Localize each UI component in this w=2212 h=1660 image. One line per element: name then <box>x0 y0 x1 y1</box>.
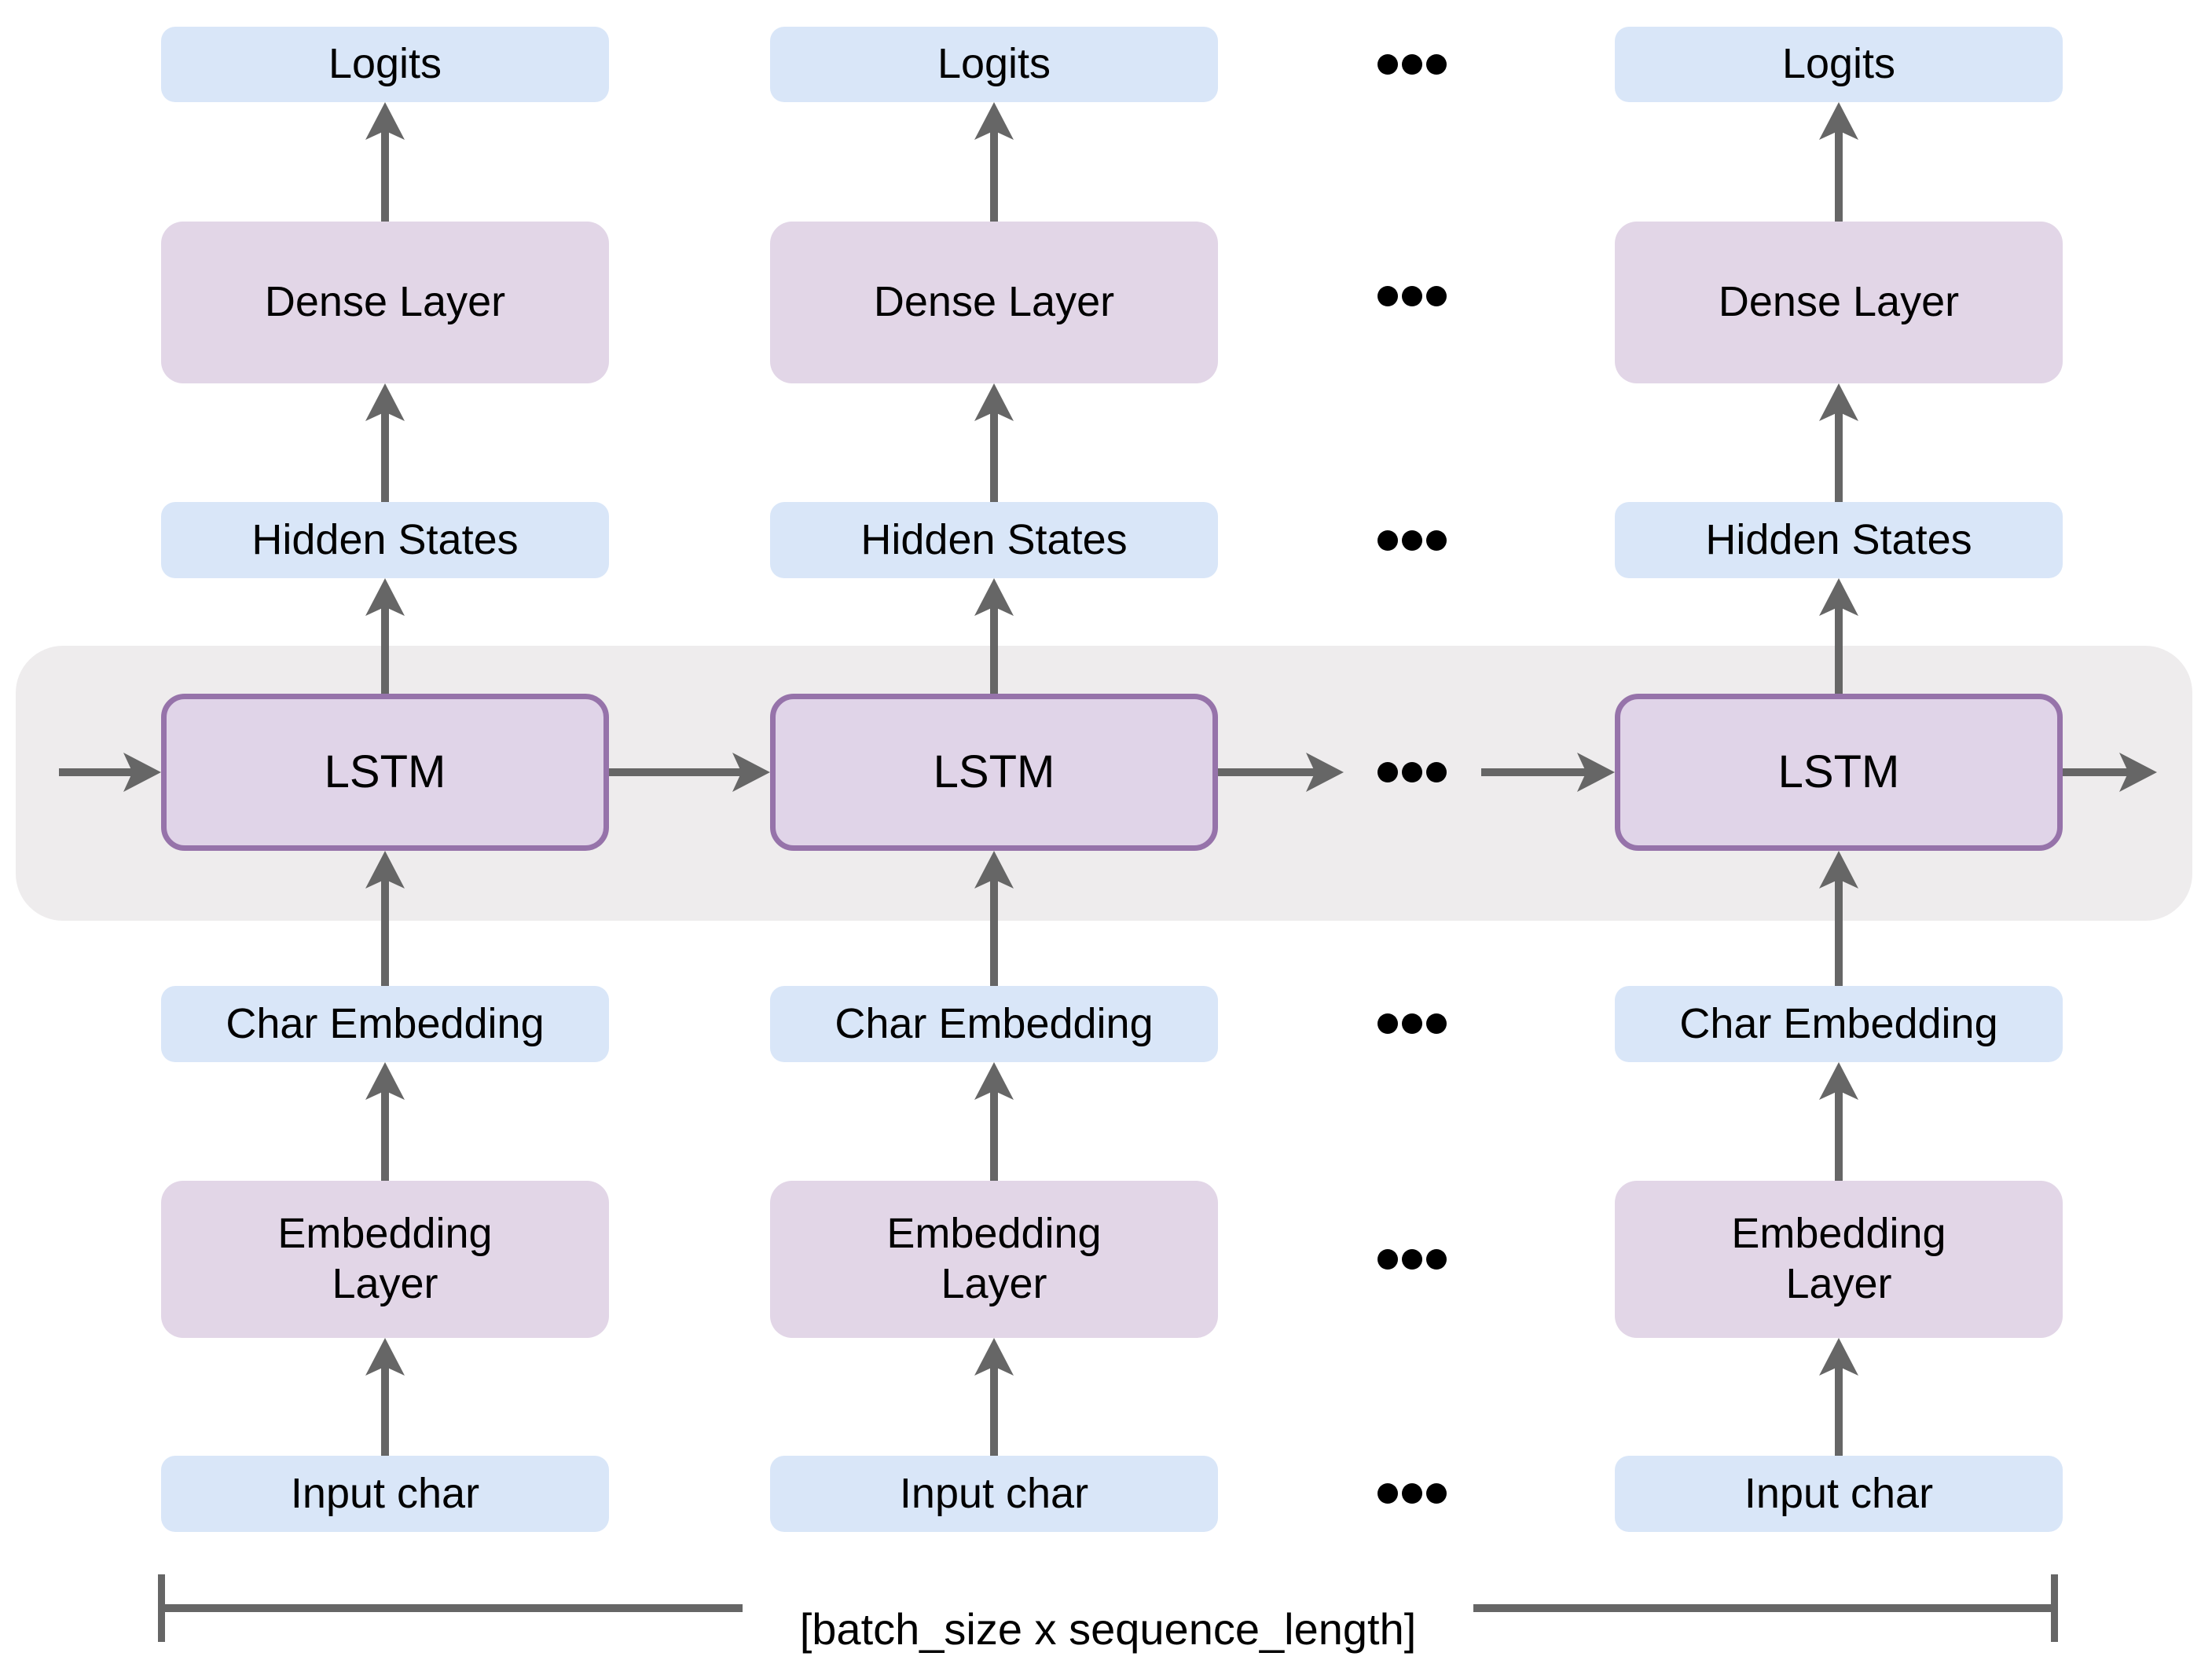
ellipsis-icon <box>1377 1483 1447 1504</box>
input-char-box: Input char <box>1615 1456 2063 1532</box>
dense-layer-box: Dense Layer <box>161 222 609 383</box>
char-embedding-box: Char Embedding <box>161 986 609 1062</box>
arrow-up-icon <box>1819 851 1858 986</box>
char-embedding-label: Char Embedding <box>226 999 545 1047</box>
embedding-layer-box: Embedding Layer <box>161 1181 609 1338</box>
hidden-states-box: Hidden States <box>1615 502 2063 578</box>
arrow-up-icon <box>974 578 1014 694</box>
bracket-left-line <box>161 1604 743 1612</box>
dense-layer-label: Dense Layer <box>264 278 506 326</box>
arrow-right-icon <box>1218 753 1344 792</box>
arrow-up-icon <box>974 383 1014 502</box>
arrow-up-icon <box>1819 578 1858 694</box>
dense-layer-label: Dense Layer <box>873 278 1115 326</box>
embedding-layer-label: Embedding Layer <box>886 1210 1102 1307</box>
ellipsis-icon <box>1377 1013 1447 1034</box>
char-embedding-box: Char Embedding <box>1615 986 2063 1062</box>
arrow-up-icon <box>1819 1062 1858 1181</box>
arrow-right-icon <box>59 753 161 792</box>
arrow-up-icon <box>365 383 405 502</box>
logits-label: Logits <box>1781 40 1896 88</box>
logits-box: Logits <box>161 27 609 102</box>
lstm-label: LSTM <box>933 746 1055 797</box>
arrow-right-icon <box>609 753 770 792</box>
hidden-states-label: Hidden States <box>1705 515 1972 563</box>
arrow-up-icon <box>974 851 1014 986</box>
input-char-box: Input char <box>770 1456 1218 1532</box>
dense-layer-label: Dense Layer <box>1718 278 1960 326</box>
input-char-label: Input char <box>290 1469 480 1517</box>
bracket-right-line <box>1473 1604 2055 1612</box>
embedding-layer-label: Embedding Layer <box>277 1210 493 1307</box>
embedding-layer-box: Embedding Layer <box>1615 1181 2063 1338</box>
arrow-right-icon <box>1481 753 1615 792</box>
dense-layer-box: Dense Layer <box>1615 222 2063 383</box>
arrow-up-icon <box>974 1062 1014 1181</box>
hidden-states-label: Hidden States <box>860 515 1128 563</box>
embedding-layer-box: Embedding Layer <box>770 1181 1218 1338</box>
arrow-up-icon <box>974 1338 1014 1456</box>
input-char-box: Input char <box>161 1456 609 1532</box>
embedding-layer-label: Embedding Layer <box>1731 1210 1946 1307</box>
lstm-label: LSTM <box>324 746 446 797</box>
lstm-label: LSTM <box>1777 746 1900 797</box>
batch-dimension-label: [batch_size x sequence_length] <box>799 1603 1417 1654</box>
logits-label: Logits <box>937 40 1051 88</box>
arrow-up-icon <box>365 1062 405 1181</box>
arrow-up-icon <box>365 1338 405 1456</box>
hidden-states-box: Hidden States <box>161 502 609 578</box>
lstm-box: LSTM <box>161 694 609 851</box>
ellipsis-icon <box>1377 530 1447 551</box>
input-char-label: Input char <box>1744 1469 1934 1517</box>
arrow-up-icon <box>1819 383 1858 502</box>
dense-layer-box: Dense Layer <box>770 222 1218 383</box>
arrow-up-icon <box>974 102 1014 222</box>
logits-box: Logits <box>1615 27 2063 102</box>
ellipsis-icon <box>1377 54 1447 75</box>
arrow-up-icon <box>1819 102 1858 222</box>
hidden-states-label: Hidden States <box>251 515 519 563</box>
ellipsis-icon <box>1377 762 1447 782</box>
bracket-right-tick <box>2051 1574 2058 1642</box>
char-embedding-label: Char Embedding <box>1679 999 1998 1047</box>
arrow-up-icon <box>365 102 405 222</box>
arrow-up-icon <box>365 851 405 986</box>
arrow-right-icon <box>2063 753 2157 792</box>
arrow-up-icon <box>1819 1338 1858 1456</box>
input-char-label: Input char <box>899 1469 1089 1517</box>
char-embedding-box: Char Embedding <box>770 986 1218 1062</box>
logits-box: Logits <box>770 27 1218 102</box>
hidden-states-box: Hidden States <box>770 502 1218 578</box>
char-embedding-label: Char Embedding <box>835 999 1154 1047</box>
arrow-up-icon <box>365 578 405 694</box>
lstm-box: LSTM <box>1615 694 2063 851</box>
logits-label: Logits <box>328 40 442 88</box>
ellipsis-icon <box>1377 1249 1447 1270</box>
lstm-box: LSTM <box>770 694 1218 851</box>
ellipsis-icon <box>1377 286 1447 306</box>
